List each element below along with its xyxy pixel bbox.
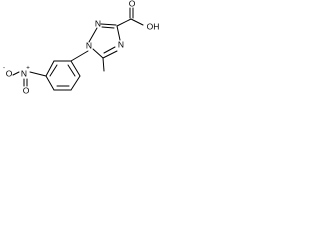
bond-nitro-o-minus xyxy=(12,71,20,76)
bond-benzene-3 xyxy=(70,75,81,91)
atom-carboxyl-oh: OH xyxy=(147,21,160,31)
bond-methyl xyxy=(102,57,105,72)
bond-triazole-n4-c5 xyxy=(102,50,118,59)
charge-nitro-n: + xyxy=(26,66,30,72)
charge-nitro-o-minus: - xyxy=(3,66,5,72)
bond-carboxyl-oh xyxy=(130,18,144,26)
bond-triazole-c5-n1 xyxy=(92,48,104,59)
bond-benzene-double-3 xyxy=(49,64,58,77)
structure-canvas: O - N + O N N N O OH xyxy=(0,0,172,113)
bond-benzene-6 xyxy=(45,60,55,77)
bond-benzene-double-2 xyxy=(67,64,76,77)
bond-benzene-4 xyxy=(70,60,81,77)
bond-carboxyl-c xyxy=(116,18,132,27)
atom-nitro-o-minus: O xyxy=(6,68,13,78)
atom-nitro-n: N xyxy=(21,68,27,78)
bond-triazole-n4-c5-double xyxy=(103,46,116,54)
atom-triazole-n1: N xyxy=(86,40,92,50)
atom-triazole-n2: N xyxy=(95,18,101,28)
atom-triazole-n4: N xyxy=(118,39,124,49)
bond-benzene-1 xyxy=(45,75,55,91)
atom-carboxyl-o: O xyxy=(129,0,136,8)
molecule-structure: O - N + O N N N O OH xyxy=(3,0,160,95)
bond-triazole-n2-c3-double xyxy=(101,26,115,29)
bond-triazole-c3-n4 xyxy=(116,25,121,41)
bond-triazole-n1-n2 xyxy=(88,27,98,43)
bond-triazole-n2-c3 xyxy=(100,23,117,26)
atom-nitro-o-double: O xyxy=(23,85,30,95)
bond-nitro-n-ring xyxy=(29,71,47,77)
bond-aryl-n1 xyxy=(70,50,89,62)
